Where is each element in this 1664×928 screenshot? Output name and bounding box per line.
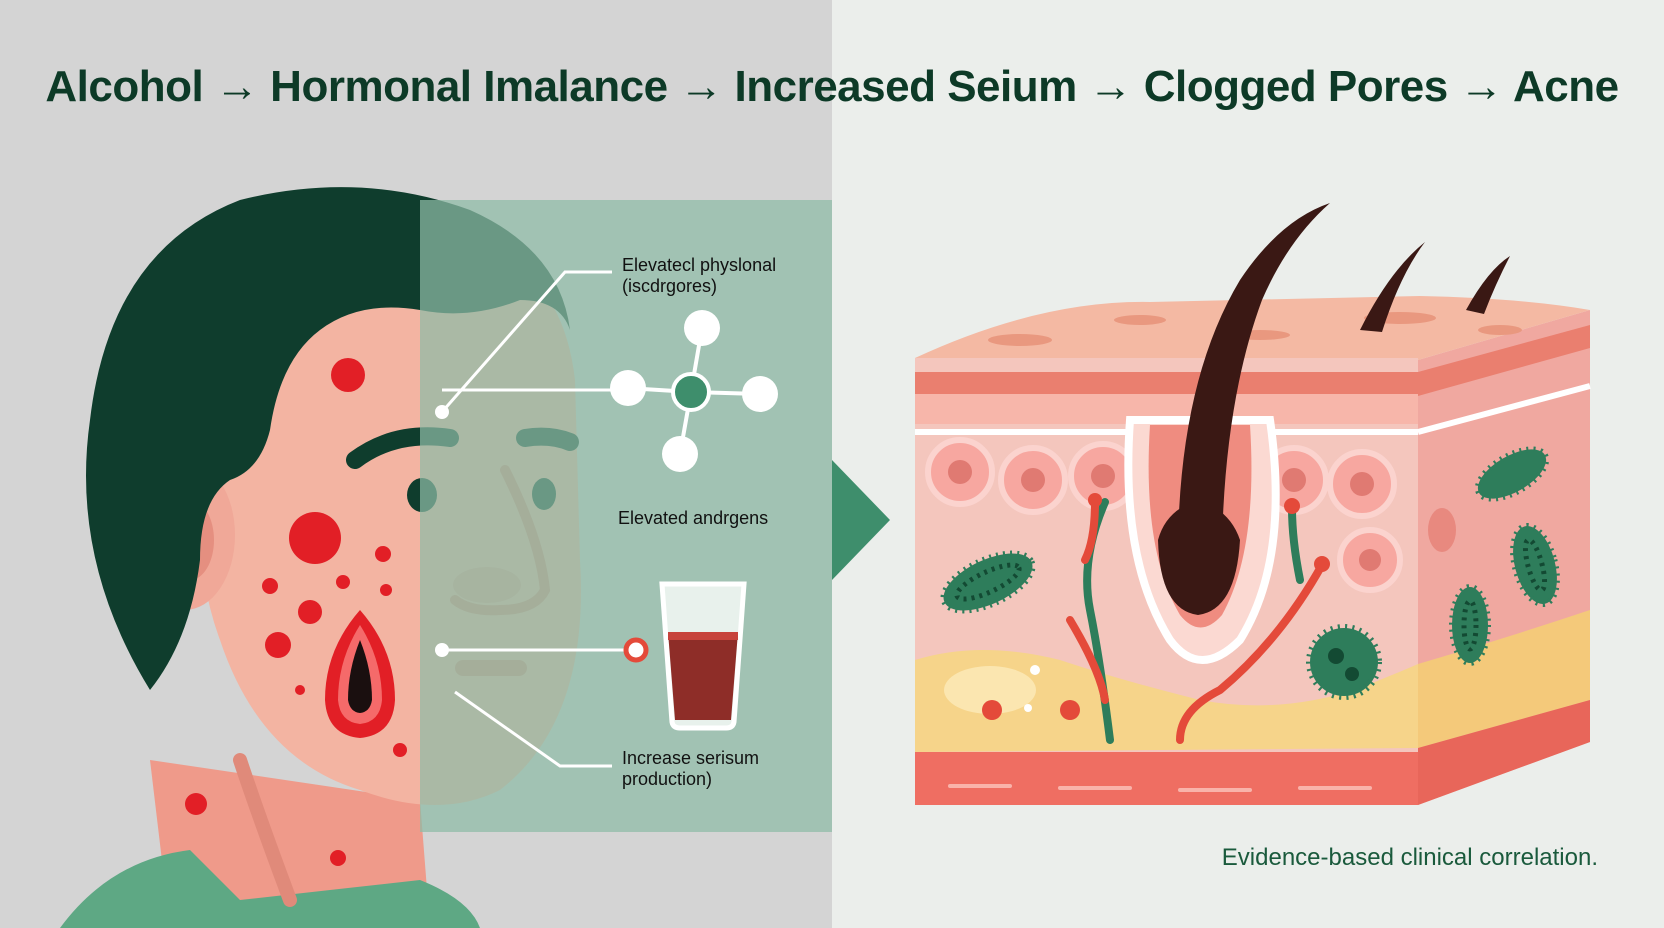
skin-texture — [1478, 325, 1522, 335]
bacteria-spots — [954, 562, 1022, 602]
cell — [1428, 508, 1456, 552]
label-increase-sebum-line2: production) — [622, 769, 713, 789]
acne-spot — [330, 850, 346, 866]
triangle-arrow-icon — [832, 460, 890, 580]
hair-strand — [1360, 242, 1425, 332]
cell-nucleus — [1021, 468, 1045, 492]
overlay-panel — [420, 200, 832, 832]
cell-nucleus — [1359, 549, 1381, 571]
label-increase-sebum-line1: Increase serisum — [622, 748, 760, 768]
skin-texture — [1114, 315, 1166, 325]
cell-nucleus — [1282, 468, 1306, 492]
label-elevated-physional-line2: (iscdrgores) — [622, 276, 718, 296]
shirt — [60, 850, 480, 928]
dermis-bottom — [915, 752, 1418, 805]
molecule-atom — [742, 376, 778, 412]
bacteria-spot — [1328, 648, 1344, 664]
hair-strand — [1466, 256, 1510, 314]
molecule-atom — [610, 370, 646, 406]
epidermis-band — [915, 372, 1418, 394]
cell-nucleus — [1350, 472, 1374, 496]
molecule-atom — [684, 310, 720, 346]
sebum-dot — [982, 700, 1002, 720]
connector-dot-red — [623, 637, 649, 663]
label-elevated-androgens: Elevated andrgens — [618, 508, 769, 528]
fat-layer — [915, 650, 1418, 752]
sebum-dot — [1030, 665, 1040, 675]
clogged-pore-core — [348, 640, 372, 713]
connector-dot — [435, 405, 449, 419]
bacteria — [940, 550, 1036, 614]
acne-spot — [262, 578, 278, 594]
bacteria — [1510, 523, 1560, 607]
bacteria — [1474, 446, 1550, 502]
connector-bottom — [454, 690, 612, 768]
block-side-band — [1418, 325, 1590, 396]
label-elevated-physional-line1: Elevatecl physlonal — [622, 255, 777, 275]
bacteria-spots — [1461, 598, 1479, 652]
molecule-icon — [610, 310, 778, 472]
glass-liquid-top — [668, 632, 738, 640]
acne-spot — [289, 512, 341, 564]
bacteria-spots — [1522, 537, 1548, 593]
acne-spot — [185, 793, 207, 815]
acne-spot — [393, 743, 407, 757]
acne-spot — [265, 632, 291, 658]
label-elevated-physional: Elevatecl physlonal (iscdrgores) — [622, 255, 776, 297]
bacteria — [1306, 624, 1382, 700]
sebum-dot — [1024, 704, 1032, 712]
acne-spot — [331, 358, 365, 392]
bacteria — [1449, 584, 1491, 666]
connector-top — [440, 270, 612, 413]
dermis-bottom-side — [1418, 700, 1590, 805]
glass-liquid — [668, 632, 738, 720]
acne-spot — [298, 600, 322, 624]
fat-layer-side — [1418, 610, 1590, 748]
bacteria-group — [940, 446, 1560, 700]
cell-nucleus — [948, 460, 972, 484]
blood-vessel — [1066, 616, 1109, 704]
footer-caption: Evidence-based clinical correlation. — [1221, 844, 1598, 871]
blood-vessel — [1081, 498, 1099, 564]
dermis-dash — [948, 784, 1372, 792]
vessel-end — [1284, 498, 1300, 514]
fat-cell — [944, 666, 1036, 714]
skin-cross-section — [915, 203, 1591, 805]
acne-spot — [380, 584, 392, 596]
bacteria-spot — [1345, 667, 1359, 681]
hair-shaft — [1178, 203, 1330, 545]
blood-vessel — [1288, 504, 1304, 584]
acne-spot — [295, 685, 305, 695]
molecule-atom — [662, 436, 698, 472]
skin-texture — [988, 334, 1052, 346]
connector-lines — [440, 270, 632, 768]
vessel-end — [1088, 493, 1102, 507]
alcohol-glass-icon — [659, 581, 747, 731]
vessel-end — [1314, 556, 1330, 572]
acne-spot — [375, 546, 391, 562]
acne-spot — [336, 575, 350, 589]
neck-shadow — [233, 753, 297, 907]
molecule-core — [671, 372, 711, 412]
page-title: Alcohol → Hormonal Imalance → Increased … — [45, 62, 1619, 111]
block-side-white — [1417, 383, 1591, 435]
blood-vessel — [1176, 561, 1326, 744]
sebum-dot — [1060, 700, 1080, 720]
cell-nucleus — [1091, 464, 1115, 488]
connector-dot — [435, 643, 449, 657]
label-increase-sebum: Increase serisum production) — [622, 748, 759, 790]
